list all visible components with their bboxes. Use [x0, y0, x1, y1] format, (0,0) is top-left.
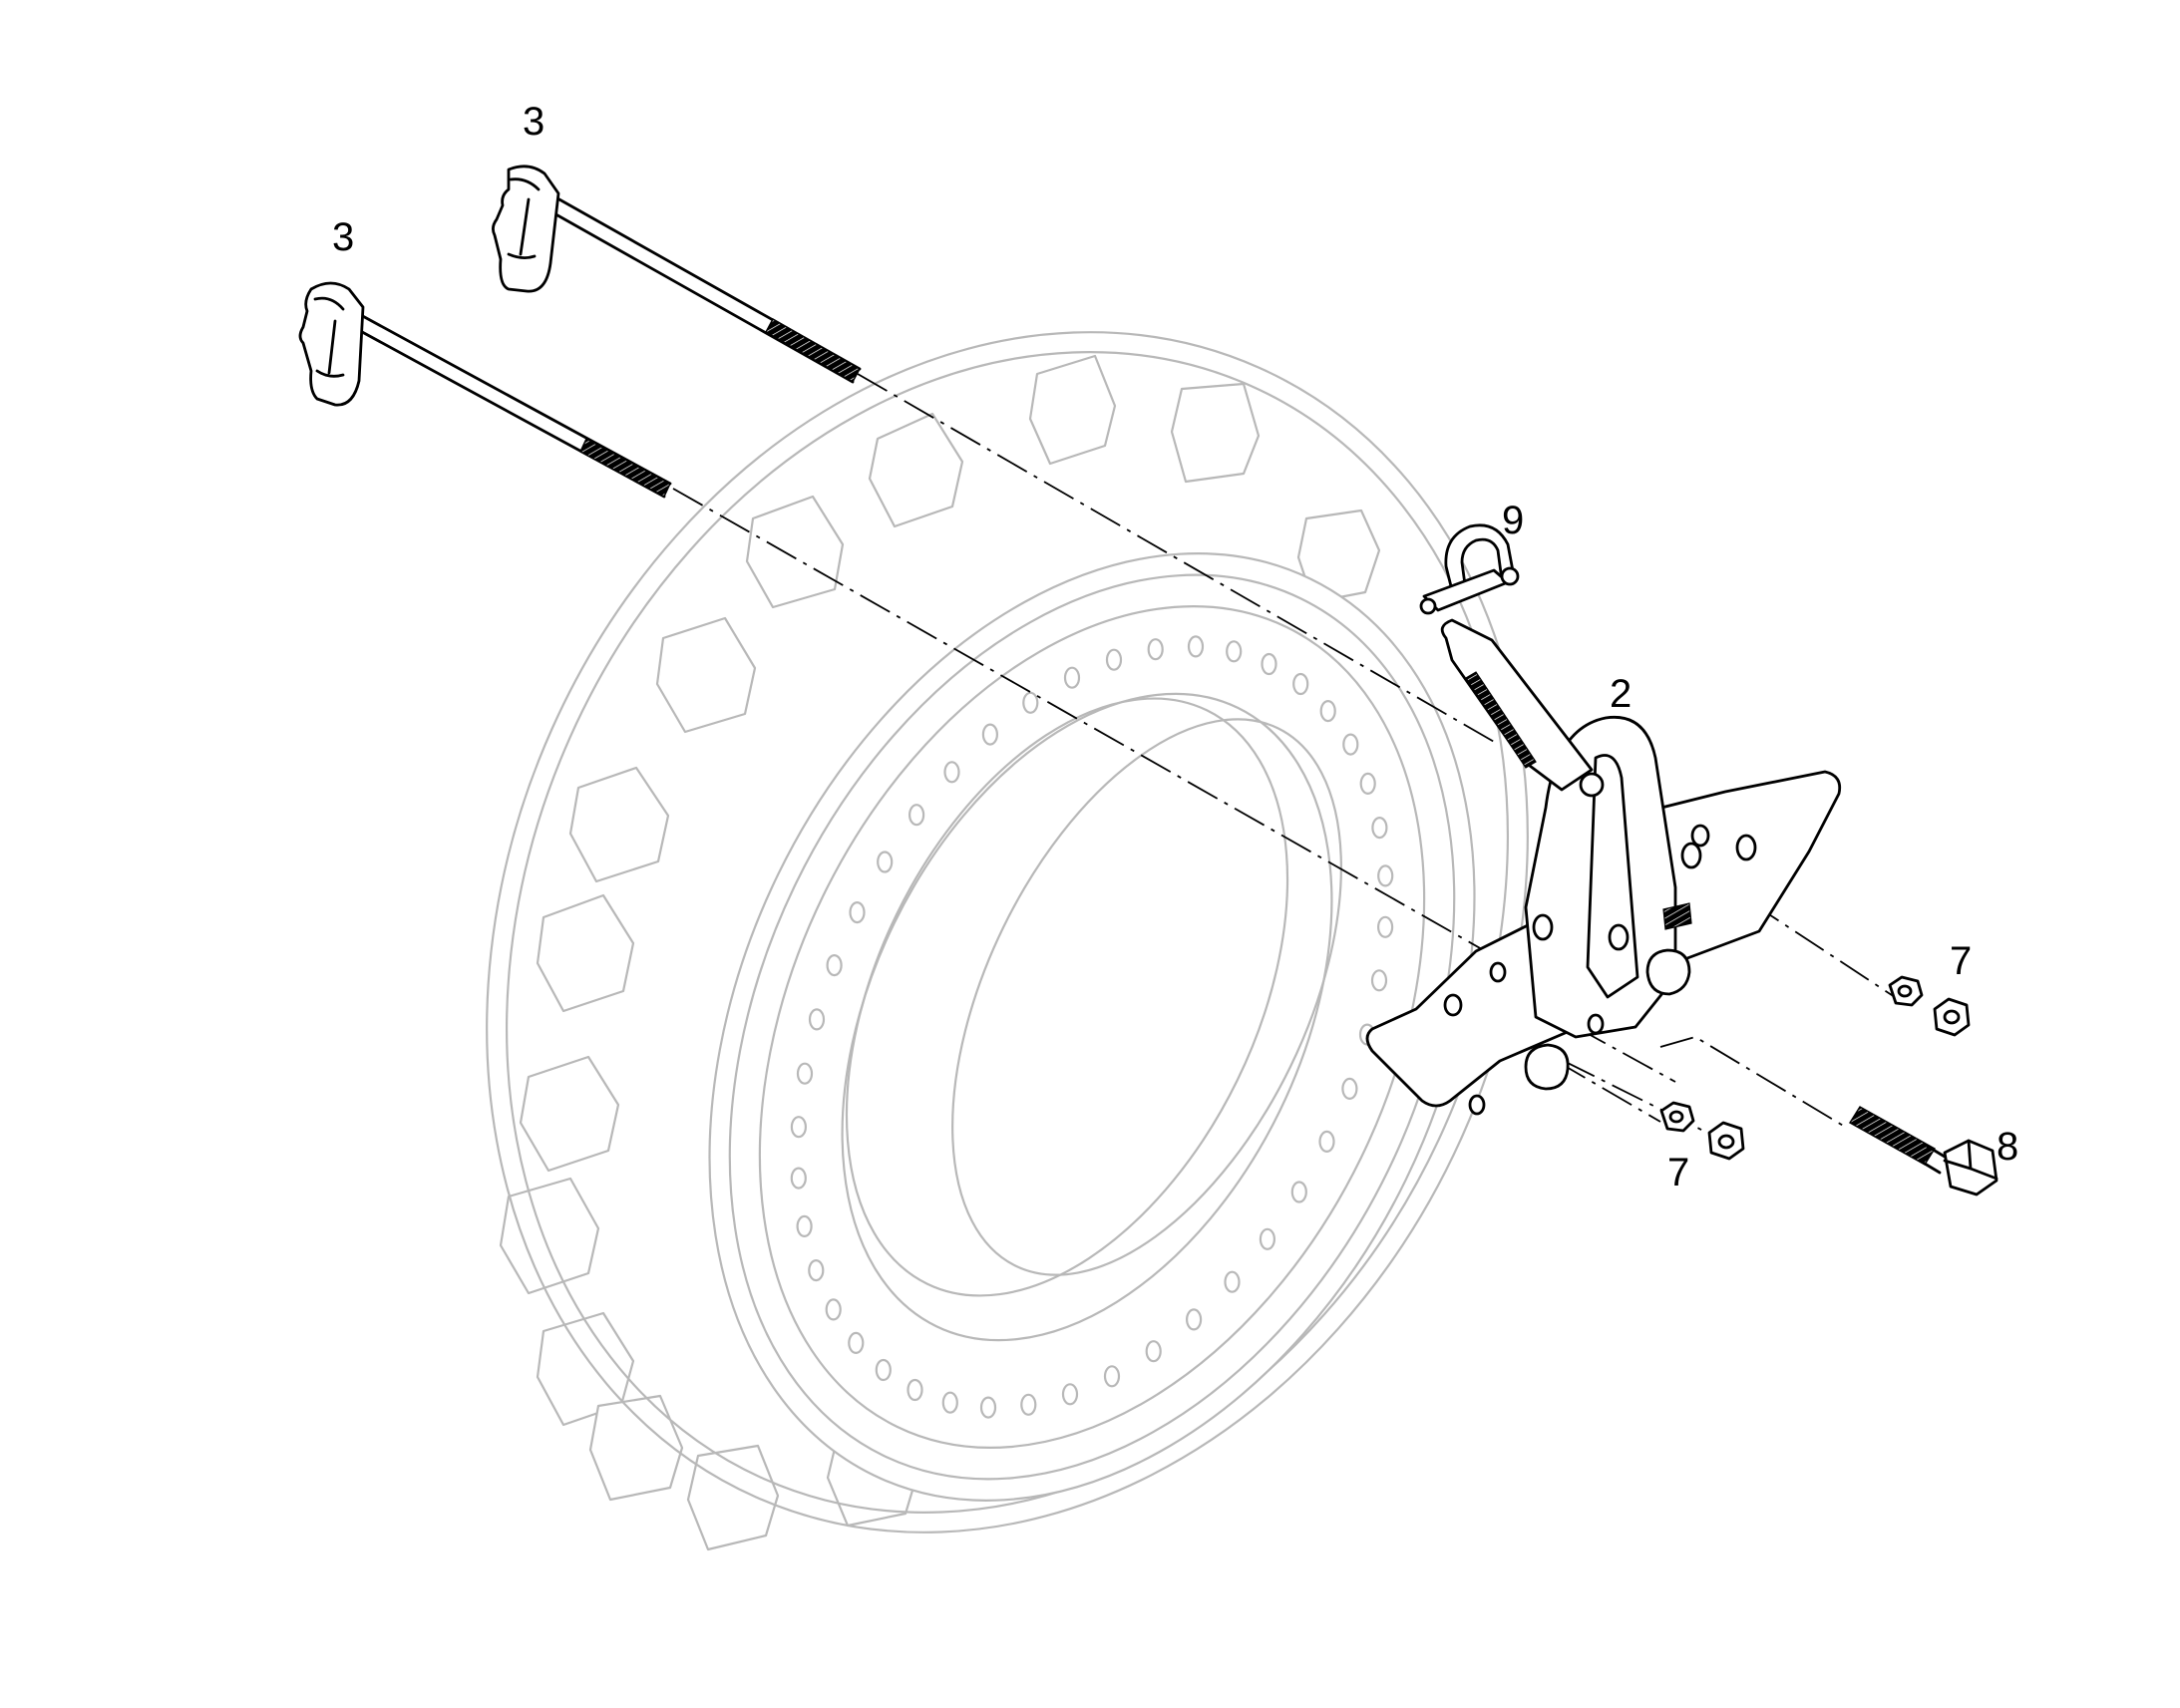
nut-washer-lower [1659, 1101, 1745, 1161]
bolt-hole [1145, 1340, 1162, 1363]
callout-part-7-right: 7 [1950, 939, 1973, 983]
bolt-hole [1061, 1383, 1079, 1406]
bolt-hole [1147, 638, 1164, 661]
bolt-hole [979, 1396, 997, 1419]
bolt-hole [1370, 969, 1388, 992]
bolt-hole [849, 900, 866, 924]
bolt-hole [1342, 733, 1359, 756]
bolt-hole [1187, 635, 1205, 658]
bolt-hole [1105, 648, 1123, 671]
bolt-hole [1290, 1181, 1307, 1203]
hex-bolt [1849, 1106, 1998, 1196]
callout-part-3-lower: 3 [332, 215, 355, 259]
bolt-hole [877, 851, 894, 873]
callout-part-8: 8 [1997, 1125, 2019, 1169]
bolt-hole [1371, 816, 1388, 840]
bolt-hole [1063, 666, 1081, 689]
bolt-hole [908, 804, 925, 827]
tension-rod-lower [298, 281, 672, 499]
bolt-hole [790, 1116, 808, 1139]
callout-part-7-lower: 7 [1667, 1151, 1690, 1195]
bolt-hole [1226, 640, 1243, 663]
nut-washer-right [1888, 975, 1971, 1037]
bolt-hole [796, 1214, 813, 1238]
bolt-hole [1261, 652, 1277, 676]
bolt-hole [1185, 1308, 1203, 1331]
bolt-hole [1224, 1270, 1241, 1293]
bolt-hole [1341, 1077, 1358, 1101]
tension-rod-upper [492, 165, 862, 384]
bolt-hole [808, 1258, 825, 1282]
bolt-hole [1292, 672, 1309, 696]
sprocket-wheel [486, 331, 1529, 1551]
sprocket-bolt-holes [790, 635, 1394, 1419]
callout-part-2: 2 [1610, 672, 1633, 716]
bolt-hole [808, 1008, 826, 1031]
bolt-hole [1103, 1365, 1121, 1388]
bolt-hole [943, 761, 960, 784]
shackle [1419, 523, 1520, 615]
bolt-hole [848, 1331, 865, 1355]
bolt-hole [981, 723, 999, 746]
bolt-hole [907, 1378, 923, 1402]
bolt-hole [825, 1298, 842, 1321]
callout-part-9: 9 [1502, 499, 1525, 542]
bolt-hole [790, 1167, 807, 1190]
bolt-hole [941, 1391, 958, 1414]
bolt-hole [1359, 772, 1376, 796]
bolt-hole [1377, 864, 1394, 887]
bolt-hole [1319, 699, 1336, 723]
bolt-hole [1318, 1130, 1335, 1154]
bolt-hole [1259, 1227, 1276, 1250]
bolt-hole [796, 1062, 814, 1085]
bolt-hole [1022, 691, 1039, 714]
bolt-hole [1020, 1393, 1037, 1416]
bolt-hole [826, 953, 843, 977]
lifting-bracket [1365, 618, 1842, 1116]
bolt-hole [1376, 915, 1394, 938]
bolt-hole [875, 1358, 892, 1382]
callout-part-3-upper: 3 [523, 100, 545, 144]
